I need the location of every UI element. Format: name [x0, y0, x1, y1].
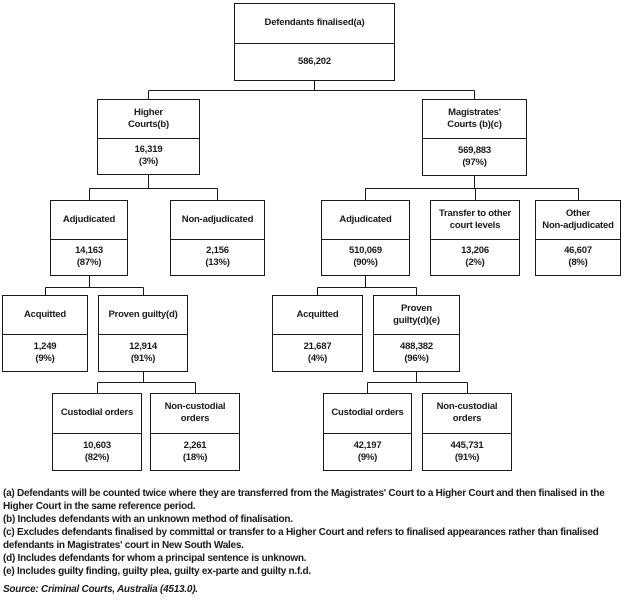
- node-label: Other Non-adjudicated: [536, 201, 620, 240]
- node-count: 2,261: [183, 439, 207, 451]
- node-value: 46,607 (8%): [536, 240, 620, 276]
- node-label: Proven guilty(d)(e): [374, 296, 459, 335]
- node-value: 510,069 (90%): [322, 240, 409, 276]
- node-label: Non-adjudicated: [171, 201, 264, 240]
- node-percent: (82%): [84, 451, 110, 463]
- node-label: Non-custodial orders: [423, 394, 511, 434]
- source-note: Source: Criminal Courts, Australia (4513…: [3, 584, 198, 595]
- node-value: 42,197 (9%): [324, 434, 411, 471]
- footnote-line-d: (d) Includes defendants for whom a princ…: [3, 553, 307, 564]
- footnote-line-a: (a) Defendants will be counted twice whe…: [3, 488, 605, 512]
- node-percent: (97%): [462, 157, 487, 168]
- node-count: 2,156: [206, 245, 229, 257]
- node-percent: (4%): [307, 353, 328, 364]
- node-count: 46,607: [564, 245, 592, 257]
- node-percent: (9%): [357, 451, 378, 463]
- node-label: Non-custodial orders: [151, 394, 239, 434]
- footnote-line-e: (e) Includes guilty finding, guilty plea…: [3, 566, 311, 577]
- node-value: 16,319 (3%): [98, 139, 199, 175]
- node-label: Defendants finalised(a): [235, 4, 394, 44]
- node-magistrates-adjudicated: Adjudicated 510,069 (90%): [321, 200, 410, 276]
- footnote-line-b: (b) Includes defendants with an unknown …: [3, 514, 293, 525]
- node-percent: (90%): [353, 257, 378, 269]
- node-value: 2,156 (13%): [171, 240, 264, 276]
- node-higher-courts: Higher Courts(b) 16,319 (3%): [97, 99, 200, 175]
- node-count: 488,382: [400, 341, 433, 352]
- node-label: Proven guilty(d): [99, 296, 187, 335]
- node-count: 42,197: [353, 439, 382, 451]
- node-magistrates-acquitted: Acquitted 21,687 (4%): [272, 295, 363, 372]
- node-value: 1,249 (9%): [3, 335, 87, 371]
- node-count: 12,914: [129, 341, 157, 352]
- node-count: 10,603: [83, 439, 111, 451]
- node-value: 12,914 (91%): [99, 335, 187, 371]
- node-value: 2,261 (18%): [151, 434, 239, 471]
- node-count: 14,163: [75, 245, 103, 257]
- footnote-line-c: (c) Excludes defendants finalised by com…: [3, 527, 599, 551]
- node-value: 569,883 (97%): [423, 139, 526, 175]
- node-percent: (2%): [465, 257, 485, 269]
- node-higher-non-custodial-orders: Non-custodial orders 2,261 (18%): [150, 393, 240, 471]
- node-label: Adjudicated: [51, 201, 127, 240]
- node-value: 488,382 (96%): [374, 335, 459, 371]
- node-higher-proven-guilty: Proven guilty(d) 12,914 (91%): [98, 295, 188, 372]
- node-percent: (96%): [404, 353, 429, 364]
- node-higher-non-adjudicated: Non-adjudicated 2,156 (13%): [170, 200, 265, 276]
- node-count: 510,069: [349, 245, 382, 257]
- node-count: 586,202: [298, 55, 331, 67]
- node-label: Adjudicated: [322, 201, 409, 240]
- node-magistrates-proven-guilty: Proven guilty(d)(e) 488,382 (96%): [373, 295, 460, 372]
- node-value: 21,687 (4%): [273, 335, 362, 371]
- node-defendants-finalised: Defendants finalised(a) 586,202: [234, 3, 395, 81]
- node-percent: (87%): [76, 257, 102, 269]
- node-percent: (13%): [205, 257, 230, 269]
- node-value: 10,603 (82%): [53, 434, 141, 471]
- footnotes: (a) Defendants will be counted twice whe…: [3, 487, 622, 578]
- node-count: 445,731: [450, 439, 484, 451]
- node-percent: (91%): [454, 451, 480, 463]
- node-count: 16,319: [134, 144, 163, 156]
- node-label: Custodial orders: [53, 394, 141, 434]
- node-transfer-other-court-levels: Transfer to other court levels 13,206 (2…: [430, 200, 520, 276]
- node-magistrates-courts: Magistrates' Courts (b)(c) 569,883 (97%): [422, 99, 527, 176]
- node-percent: (8%): [568, 257, 588, 269]
- node-label: Acquitted: [273, 296, 362, 335]
- node-higher-custodial-orders: Custodial orders 10,603 (82%): [52, 393, 142, 471]
- node-magistrates-custodial-orders: Custodial orders 42,197 (9%): [323, 393, 412, 471]
- node-higher-acquitted: Acquitted 1,249 (9%): [2, 295, 88, 372]
- node-percent: (3%): [138, 156, 159, 168]
- node-value: 13,206 (2%): [431, 240, 519, 276]
- node-percent: (9%): [35, 353, 55, 364]
- node-count: 21,687: [303, 341, 332, 352]
- node-count: 1,249: [33, 341, 57, 352]
- node-other-non-adjudicated: Other Non-adjudicated 46,607 (8%): [535, 200, 621, 276]
- node-count: 569,883: [458, 145, 491, 156]
- node-value: 14,163 (87%): [51, 240, 127, 276]
- node-value: 586,202: [235, 44, 394, 81]
- node-magistrates-non-custodial-orders: Non-custodial orders 445,731 (91%): [422, 393, 512, 471]
- node-label: Higher Courts(b): [98, 100, 199, 139]
- node-label: Custodial orders: [324, 394, 411, 434]
- node-label: Acquitted: [3, 296, 87, 335]
- node-percent: (18%): [182, 451, 208, 463]
- node-percent: (91%): [130, 353, 156, 364]
- node-label: Magistrates' Courts (b)(c): [423, 100, 526, 139]
- node-value: 445,731 (91%): [423, 434, 511, 471]
- node-count: 13,206: [461, 245, 489, 257]
- node-label: Transfer to other court levels: [431, 201, 519, 240]
- node-higher-adjudicated: Adjudicated 14,163 (87%): [50, 200, 128, 276]
